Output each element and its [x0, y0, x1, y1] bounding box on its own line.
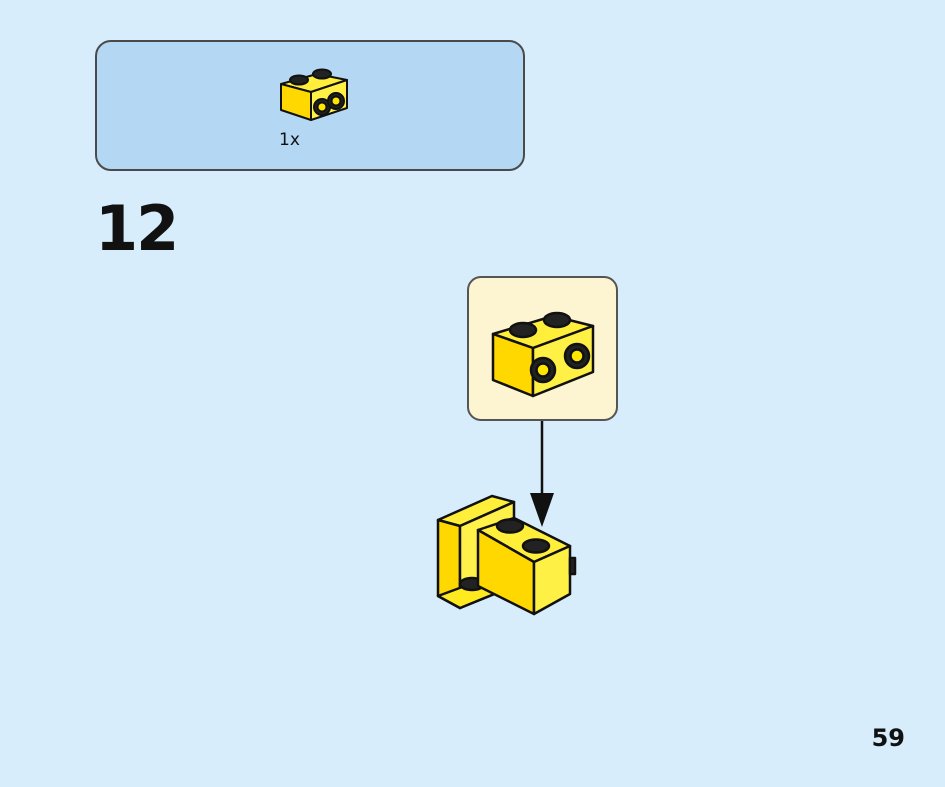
page-number: 59	[871, 724, 905, 752]
yellow-1x2-brick-with-side-studs-icon	[280, 68, 348, 121]
parts-list-box: 1x	[95, 40, 525, 171]
yellow-bracket-assembly-icon	[436, 494, 577, 616]
down-arrow-icon	[530, 421, 554, 527]
yellow-1x2-brick-with-side-studs-icon	[491, 311, 595, 398]
part-quantity: 1x	[279, 130, 300, 150]
step-number: 12	[95, 192, 179, 265]
callout-box	[467, 276, 618, 421]
